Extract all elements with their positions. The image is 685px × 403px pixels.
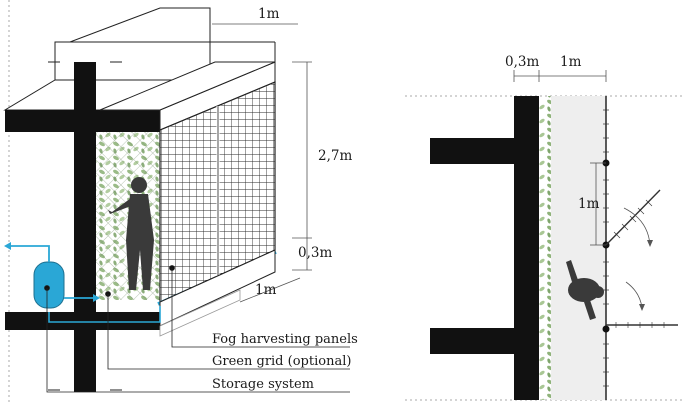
callout-green-grid: Green grid (optional) bbox=[212, 354, 351, 369]
dim-depth-bottom: 1m bbox=[255, 282, 277, 298]
plan-green-grid bbox=[539, 96, 551, 400]
dim-height: 2,7m bbox=[318, 148, 352, 164]
closed-panel bbox=[606, 322, 678, 328]
storage-system bbox=[4, 242, 161, 323]
dim-width-top: 1m bbox=[258, 6, 280, 22]
dimension-lines-right bbox=[513, 70, 607, 246]
dim-base-offset: 0,3m bbox=[298, 245, 332, 261]
person-silhouette bbox=[108, 177, 154, 290]
plan-wall bbox=[430, 96, 539, 400]
pivot-point bbox=[602, 325, 610, 333]
dim-panel-width: 1m bbox=[578, 196, 600, 212]
callout-fog-panels: Fog harvesting panels bbox=[212, 332, 358, 347]
axonometric-view: 1m 2,7m 0,3m 1m Fog harvesting panels Gr… bbox=[3, 0, 358, 403]
callout-leaders bbox=[44, 265, 350, 393]
storage-tank bbox=[33, 261, 65, 309]
callout-storage: Storage system bbox=[212, 377, 314, 392]
plan-view: 0,3m 1m 1m bbox=[405, 54, 685, 401]
person-top-view bbox=[566, 260, 604, 320]
structural-column bbox=[74, 62, 96, 392]
dimension-lines-left bbox=[212, 23, 312, 303]
dim-depth: 1m bbox=[560, 54, 582, 70]
plan-floor bbox=[551, 96, 606, 400]
dim-wall-offset: 0,3m bbox=[505, 54, 539, 70]
open-panel bbox=[605, 189, 661, 246]
